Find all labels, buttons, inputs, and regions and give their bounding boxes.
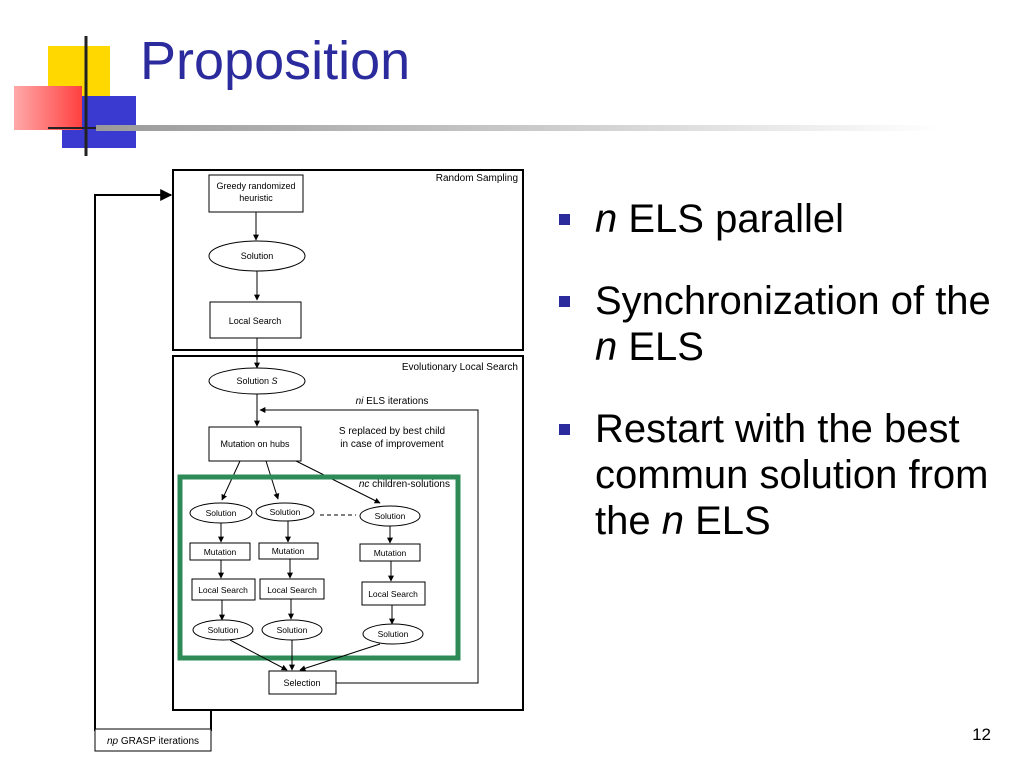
bullet-marker <box>559 424 570 435</box>
nc-italic: nc <box>359 479 370 490</box>
ni-loop-line <box>259 407 479 684</box>
child3-mutation-box <box>359 543 421 562</box>
np-loop-line <box>94 189 212 731</box>
child2-solution-node <box>255 502 315 522</box>
child2-mutation-label: Mutation <box>272 546 305 556</box>
child1-result-node <box>192 619 254 641</box>
title-underline <box>96 125 940 131</box>
child3-mutation-label: Mutation <box>374 548 407 558</box>
bullet3-text-before: Restart with the best commun solution fr… <box>595 407 989 543</box>
replace-line2: in case of improvement <box>340 439 444 450</box>
selection-box <box>268 670 337 695</box>
bullet2-italic: n <box>595 325 618 369</box>
rs-solution-label: Solution <box>241 251 274 261</box>
bullet1-text: ELS parallel <box>617 197 845 241</box>
np-label-box <box>94 728 212 752</box>
bullet-item: Restart with the best commun solution fr… <box>555 406 1015 544</box>
mutation-hubs-box <box>208 426 302 462</box>
child3-result-node <box>362 623 424 645</box>
rs-local-search-label: Local Search <box>229 316 282 326</box>
child2-mutation-box <box>258 542 319 560</box>
selection-label: Selection <box>283 678 320 688</box>
np-iterations-text: GRASP iterations <box>118 736 199 747</box>
child1-solution-label: Solution <box>206 508 237 518</box>
child2-solution-label: Solution <box>270 507 301 517</box>
flow-diagram: Random Sampling Greedy randomized heuris… <box>94 169 524 752</box>
bullet-item: Synchronization of the n ELS <box>555 278 1015 370</box>
bullet-marker <box>559 296 570 307</box>
els-box <box>172 355 524 711</box>
child1-local-search-label: Local Search <box>198 585 248 595</box>
child1-mutation-label: Mutation <box>204 547 237 557</box>
ni-italic: ni <box>356 396 365 407</box>
bullet2-text-after: ELS <box>617 325 704 369</box>
svg-text:Solution S: Solution S <box>236 376 277 386</box>
rs-local-search-box <box>209 301 302 339</box>
page-number: 12 <box>972 725 991 744</box>
child3-local-search-label: Local Search <box>368 589 418 599</box>
bullet2-text-before: Synchronization of the <box>595 279 991 323</box>
child1-result-label: Solution <box>208 625 239 635</box>
child1-mutation-box <box>189 542 251 561</box>
els-label: Evolutionary Local Search <box>402 362 518 373</box>
child2-result-label: Solution <box>277 625 308 635</box>
random-sampling-label: Random Sampling <box>436 173 518 184</box>
solution-s-prefix: Solution <box>236 376 271 386</box>
nc-children-text: children-solutions <box>369 479 450 490</box>
svg-text:nc children-solutions: nc children-solutions <box>359 479 450 490</box>
bullet3-italic: n <box>661 499 684 543</box>
children-box <box>177 474 461 661</box>
child3-solution-label: Solution <box>375 511 406 521</box>
greedy-heuristic-line1: Greedy randomized <box>216 181 295 191</box>
solution-s-italic: S <box>272 376 278 386</box>
bullet-item: n ELS parallel <box>555 196 1015 242</box>
svg-text:ni ELS iterations: ni ELS iterations <box>356 396 429 407</box>
slide-title: Proposition <box>140 31 411 91</box>
ni-iterations-text: ELS iterations <box>363 396 428 407</box>
bullet1-italic: n <box>595 197 618 241</box>
child3-result-label: Solution <box>378 629 409 639</box>
mutation-hubs-label: Mutation on hubs <box>220 439 290 449</box>
bullet-marker <box>559 214 570 225</box>
svg-text:np GRASP iterations: np GRASP iterations <box>107 736 199 747</box>
replace-line1: S replaced by best child <box>339 426 445 437</box>
child1-local-search-box <box>191 578 256 601</box>
greedy-heuristic-line2: heuristic <box>239 193 273 203</box>
bullet-list: n ELS parallel Synchronization of the n … <box>555 196 1015 580</box>
np-italic: np <box>107 736 119 747</box>
child3-local-search-box <box>361 581 426 606</box>
child2-local-search-box <box>259 578 325 600</box>
random-sampling-box <box>172 169 524 351</box>
bullet3-text-after: ELS <box>683 499 771 543</box>
child2-local-search-label: Local Search <box>267 585 317 595</box>
